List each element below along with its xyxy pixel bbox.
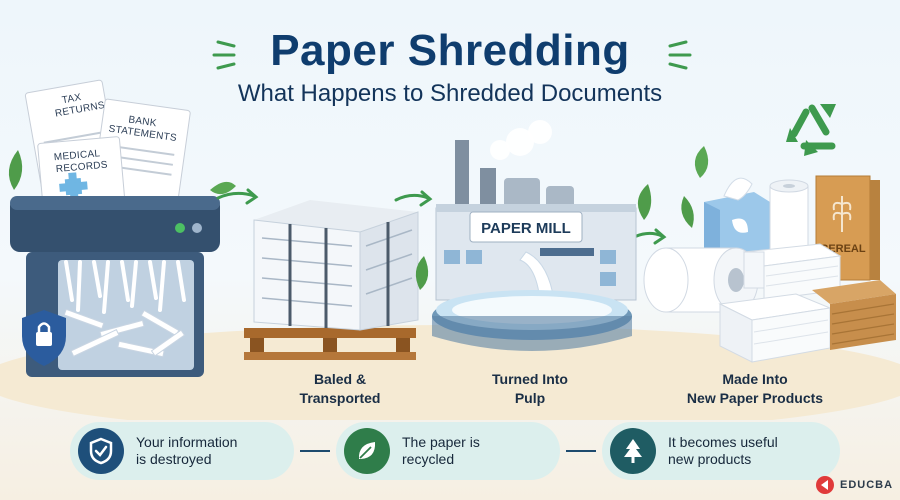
outcome-paper-recycled: The paper is recycled — [336, 422, 560, 480]
shield-check-icon — [78, 428, 124, 474]
doc-label-tax: TAX — [61, 92, 82, 106]
bale-illustration — [244, 200, 419, 360]
page-subtitle: What Happens to Shredded Documents — [237, 80, 663, 107]
brand-name: EDUCBA — [840, 479, 894, 491]
connector-line-2 — [566, 450, 596, 452]
doc-label-bank: BANK — [128, 114, 158, 129]
connector-line-1 — [300, 450, 330, 452]
doc-label-records: RECORDS — [55, 160, 108, 176]
shredder-illustration: TAX RETURNS BANK STATEMENTS MEDICAL RECO… — [8, 79, 236, 377]
doc-label-medical: MEDICAL — [53, 148, 100, 163]
brand-logo: EDUCBA — [815, 475, 893, 495]
educba-logo-icon — [816, 476, 834, 494]
process-illustration: TAX RETURNS BANK STATEMENTS MEDICAL RECO… — [0, 79, 900, 420]
step-label-baled: Baled & Transported — [299, 371, 381, 406]
mill-sign-text: PAPER MILL — [481, 220, 571, 237]
step-label-pulp: Turned Into Pulp — [492, 371, 568, 406]
outcome-information-destroyed: Your information is destroyed — [70, 422, 294, 480]
recycle-icon — [790, 104, 836, 150]
sparkle-left-icon — [212, 40, 236, 70]
paper-mill-illustration: PAPER MILL — [415, 120, 637, 351]
new-products-illustration: CEREAL — [637, 104, 896, 363]
tree-icon — [610, 428, 656, 474]
leaf-icon — [344, 428, 390, 474]
page-title: Paper Shredding — [270, 26, 630, 75]
outcome-new-products: It becomes useful new products — [602, 422, 840, 480]
step-label-products: Made Into New Paper Products — [686, 371, 824, 406]
sparkle-right-icon — [668, 40, 692, 70]
ground-shadow — [0, 325, 900, 420]
